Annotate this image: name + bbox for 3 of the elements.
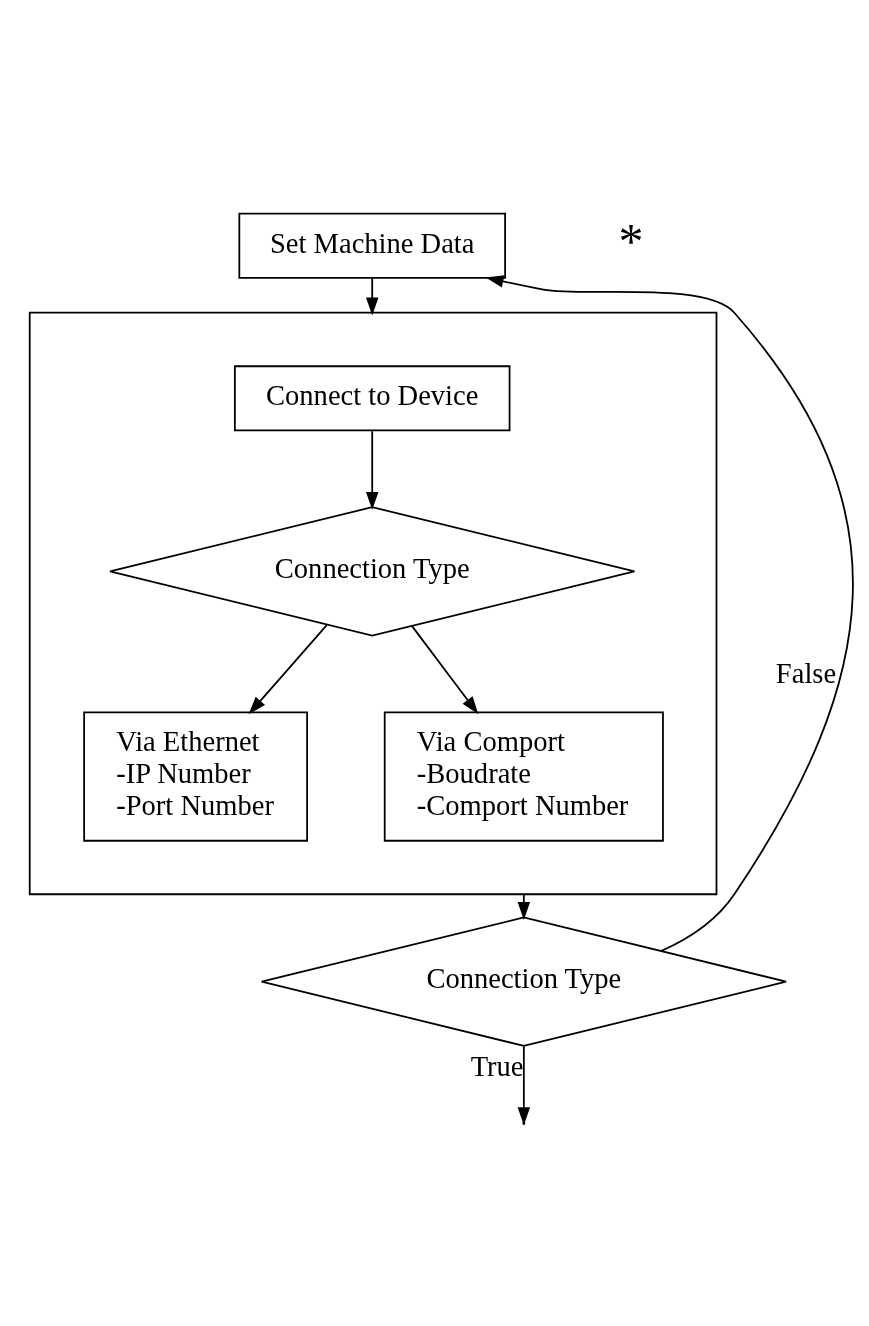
edge-label: True bbox=[470, 1050, 524, 1082]
edge-label: False bbox=[775, 657, 837, 689]
label: * bbox=[618, 213, 644, 270]
